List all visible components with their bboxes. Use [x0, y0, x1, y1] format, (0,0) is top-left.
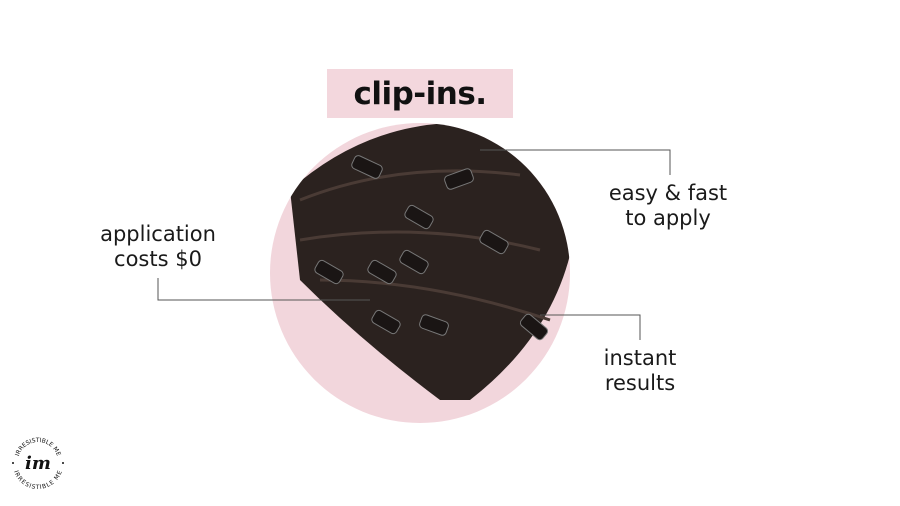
callout-line-2: results	[604, 371, 676, 395]
callout-instant-results: instant results	[590, 346, 690, 396]
callout-line-2: to apply	[625, 206, 711, 230]
hair-extensions-image	[290, 123, 570, 400]
callout-line-1: application	[100, 222, 216, 246]
irresistible-me-logo: IRRESISTIBLE ME IRRESISTIBLE ME im	[12, 437, 64, 491]
callout-line-1: easy & fast	[608, 181, 728, 205]
page-title: clip-ins.	[353, 75, 487, 112]
callout-lines	[157, 149, 671, 340]
callout-application-cost: application costs $0	[88, 222, 228, 272]
callout-easy-fast: easy & fast to apply	[598, 181, 738, 231]
callout-line-2: costs $0	[114, 247, 202, 271]
svg-text:im: im	[25, 453, 51, 474]
callout-line-1: instant	[603, 346, 677, 370]
title-banner: clip-ins.	[327, 69, 513, 118]
